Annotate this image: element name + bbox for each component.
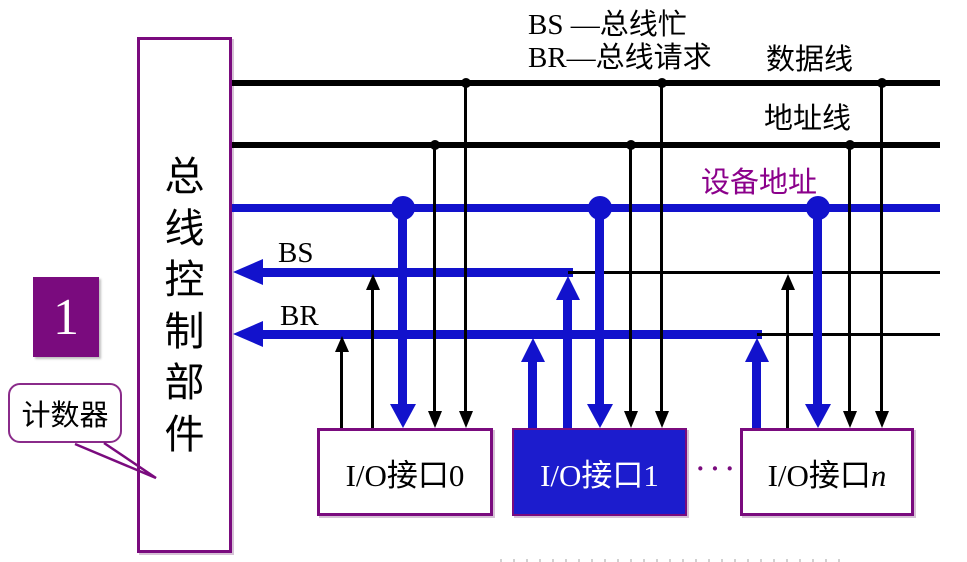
br-line-label: BR <box>280 300 319 332</box>
if1-address-arrowhead <box>624 411 638 428</box>
if1-bs-riser <box>563 296 572 428</box>
io-interface-1-box: I/O接口1 <box>512 428 687 516</box>
counter-callout-tail <box>74 441 157 480</box>
ifn-data-arrowhead <box>875 411 889 428</box>
if0-device-address-arrowhead <box>390 404 416 428</box>
io-interface-0-label: I/O接口0 <box>345 457 465 493</box>
controller-char: 件 <box>164 411 205 457</box>
if0-br-arrowhead <box>335 336 349 352</box>
counter-callout-bubble: 计数器 <box>8 383 122 443</box>
controller-char: 制 <box>164 308 205 354</box>
ifn-br-riser <box>752 358 761 428</box>
ifn-bs-arrowhead <box>781 274 795 290</box>
if1-data-arrowhead <box>655 411 669 428</box>
io-interface-n-label: I/O接口n <box>767 457 887 493</box>
cutoff-caption-remnant <box>500 559 840 562</box>
br-left-arrowhead <box>233 321 263 347</box>
bs-left-arrowhead <box>233 259 263 285</box>
ifn-address-arrowhead <box>843 411 857 428</box>
data-bus-line <box>232 80 940 86</box>
io-interface-0-box: I/O接口0 <box>317 428 493 516</box>
if1-address-drop <box>629 142 632 412</box>
ifn-device-address-drop <box>813 204 822 406</box>
ifn-bs-riser <box>786 288 789 428</box>
if0-data-arrowhead <box>459 411 473 428</box>
if1-device-address-arrowhead <box>587 404 613 428</box>
bus-controller-label: 总 线 控 制 部 件 <box>137 157 232 455</box>
if0-bs-arrowhead <box>366 274 380 290</box>
ifn-address-drop <box>848 142 851 412</box>
br-line-active <box>260 330 762 339</box>
if0-br-riser <box>340 350 343 428</box>
legend-bs: BS —总线忙 <box>528 9 687 41</box>
if0-address-drop <box>433 142 436 412</box>
controller-char: 控 <box>164 257 205 303</box>
device-address-label: 设备地址 <box>701 167 818 199</box>
controller-char: 总 <box>164 154 205 199</box>
ifn-data-drop <box>880 80 883 412</box>
io-interface-1-label: I/O接口1 <box>540 457 659 493</box>
ifn-device-address-arrowhead <box>805 404 831 428</box>
if0-data-drop <box>464 80 467 412</box>
io-interface-n-box: I/O接口n <box>740 428 914 516</box>
if1-data-drop <box>660 80 663 412</box>
if0-bs-riser <box>371 288 374 428</box>
bs-line-active <box>260 268 573 277</box>
if1-br-riser <box>528 358 537 428</box>
if0-device-address-drop <box>398 204 407 406</box>
controller-char: 线 <box>164 205 205 251</box>
counter-step-badge: 1 <box>33 277 99 357</box>
legend-br: BR—总线请求 <box>528 42 712 74</box>
data-bus-label: 数据线 <box>766 44 854 76</box>
bs-line-label: BS <box>278 237 314 269</box>
device-address-line <box>232 204 940 212</box>
if0-address-arrowhead <box>428 411 442 428</box>
controller-char: 部 <box>164 360 205 406</box>
interface-ellipsis: ··· <box>695 454 740 483</box>
if1-device-address-drop <box>595 204 604 406</box>
address-bus-line <box>232 142 940 148</box>
bus-controller-box <box>137 37 232 553</box>
address-bus-label: 地址线 <box>764 103 852 135</box>
bs-line-idle <box>568 271 940 274</box>
